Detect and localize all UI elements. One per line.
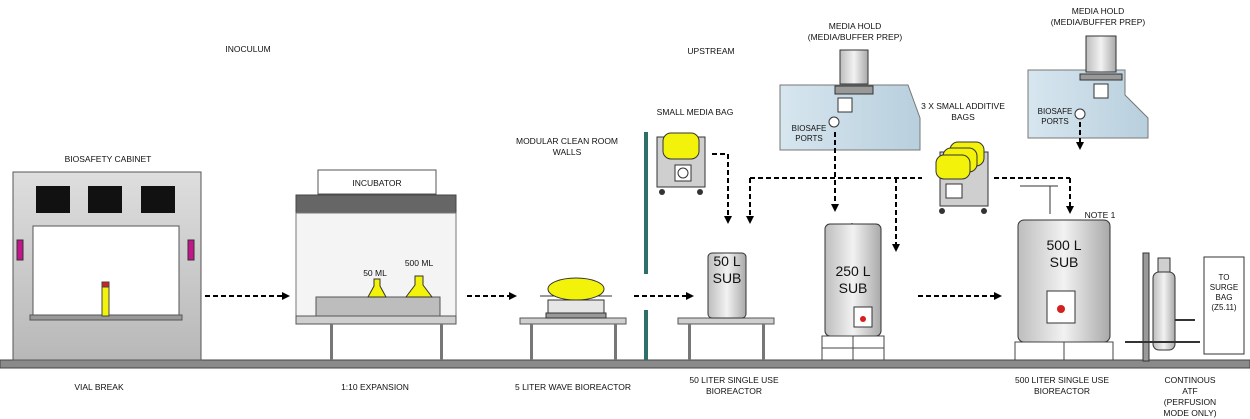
incubator (295, 169, 457, 360)
inoculum-label: INOCULUM (225, 44, 271, 54)
additive-bags-cart (935, 141, 989, 214)
biosafety-cabinet (12, 171, 202, 361)
atf-system (1125, 252, 1200, 362)
floor (0, 359, 1250, 369)
sub-500-caption: 500 LITER SINGLE USE BIOREACTOR (1014, 375, 1110, 396)
wave-caption: 5 LITER WAVE BIOREACTOR (514, 382, 632, 392)
sub-50-label: 50 L SUB (712, 253, 742, 286)
surge-bag-box (1203, 256, 1245, 355)
sub-250-vessel (821, 223, 885, 361)
biosafe-ports-1-label: BIOSAFE PORTS (791, 124, 827, 143)
media-hold-2 (1027, 35, 1149, 139)
sub-50-vessel (707, 252, 747, 319)
sub-500-vessel (1014, 185, 1114, 361)
media-hold-2-label: MEDIA HOLD (MEDIA/BUFFER PREP) (1050, 6, 1146, 27)
small-media-bag-cart (656, 132, 706, 195)
incubator-label: INCUBATOR (352, 178, 402, 188)
flow-arrows (205, 122, 1084, 300)
wave-bioreactor (519, 277, 627, 360)
biosafe-ports-2-label: BIOSAFE PORTS (1037, 107, 1073, 126)
atf-caption: CONTINOUS ATF (PERFUSION MODE ONLY) (1163, 375, 1217, 418)
small-media-bag-label: SMALL MEDIA BAG (656, 107, 734, 117)
sub-50-caption: 50 LITER SINGLE USE BIOREACTOR (689, 375, 779, 396)
clean-room-wall (644, 132, 648, 360)
sub-500-label: 500 L SUB (1046, 237, 1082, 270)
media-hold-1-label: MEDIA HOLD (MEDIA/BUFFER PREP) (807, 21, 903, 42)
note-label: NOTE 1 (1084, 210, 1116, 220)
upstream-label: UPSTREAM (687, 46, 735, 56)
sub-250-label: 250 L SUB (835, 263, 871, 296)
flask-500-label: 500 ML (404, 258, 434, 268)
vial-break-caption: VIAL BREAK (74, 382, 124, 392)
clean-room-walls-label: MODULAR CLEAN ROOM WALLS (515, 136, 619, 157)
process-diagram (0, 35, 1250, 369)
expansion-caption: 1:10 EXPANSION (341, 382, 409, 392)
additive-bags-label: 3 X SMALL ADDITIVE BAGS (921, 101, 1005, 122)
sub-50-table (677, 317, 775, 360)
surge-bag-label: TO SURGE BAG (Z5.11) (1209, 273, 1239, 312)
media-hold-1 (779, 49, 921, 151)
flask-50-label: 50 ML (363, 268, 387, 278)
biosafety-cabinet-label: BIOSAFETY CABINET (64, 154, 152, 164)
